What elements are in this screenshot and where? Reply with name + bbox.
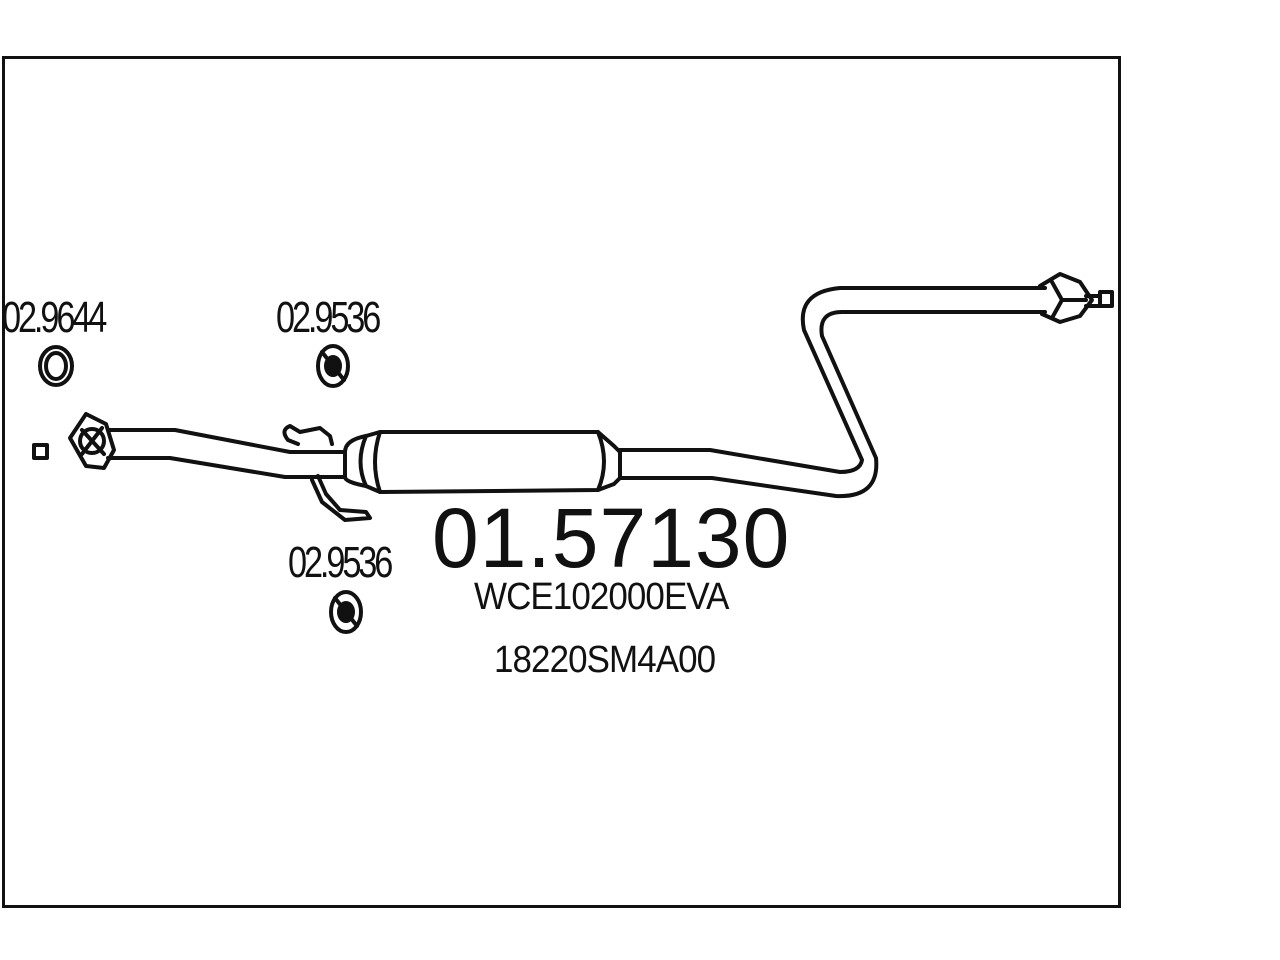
rubber-mount-icon xyxy=(329,590,363,634)
cross-reference-number: 18220SM4A00 xyxy=(494,639,716,681)
middle-muffler xyxy=(343,430,622,494)
accessory-part-number: 02.9644 xyxy=(2,293,107,342)
rubber-mount-icon xyxy=(316,344,350,388)
cross-reference-number: WCE102000EVA xyxy=(474,576,729,618)
rear-flange-icon xyxy=(1038,272,1114,324)
front-pipe xyxy=(106,428,347,479)
small-square-marker xyxy=(32,443,49,460)
rear-pipe xyxy=(618,286,1047,499)
diagram-frame xyxy=(2,56,1121,908)
accessory-part-number: 02.9536 xyxy=(288,538,393,587)
accessory-part-number: 02.9536 xyxy=(276,293,381,342)
front-flange-icon xyxy=(68,412,116,470)
main-part-number: 01.57130 xyxy=(432,491,791,585)
ring-gasket-icon xyxy=(38,345,74,387)
hanger-bracket xyxy=(282,424,372,522)
